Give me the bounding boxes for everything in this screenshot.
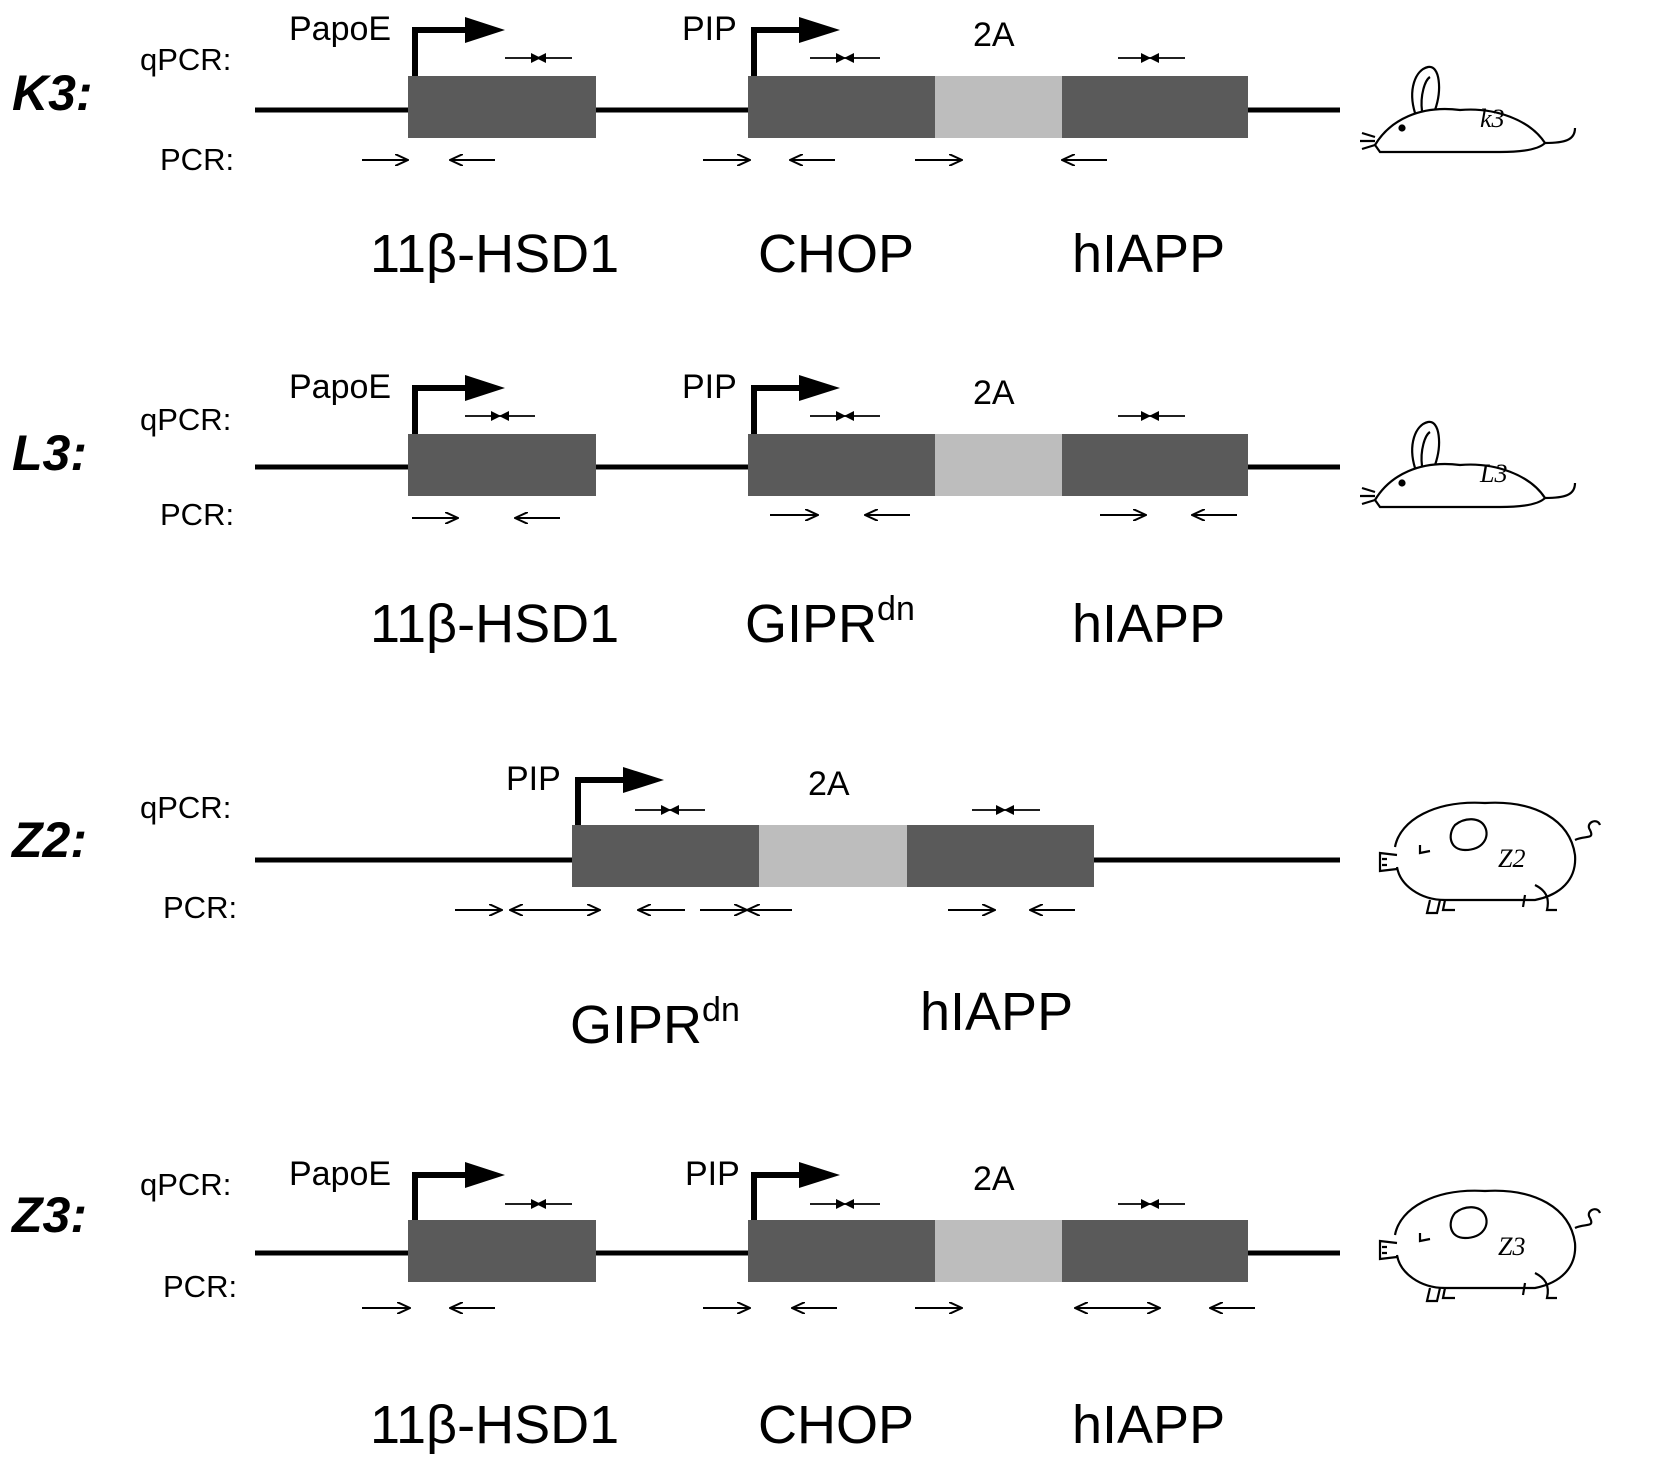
promoter-arrow [751,375,840,434]
exon-box [748,434,935,496]
linker-label-2a: 2A [808,765,850,803]
linker-label-2a: 2A [973,1160,1015,1198]
construct-label: K3: [12,65,93,121]
exon-box [408,1220,596,1282]
gene-label: 11β-HSD1 [370,1395,619,1455]
promoter-label-pip: PIP [685,1155,740,1193]
gene-label: CHOP [758,1395,914,1455]
pcr-primers [412,515,1237,518]
construct-k3: K3: qPCR: PCR: PapoE PIP 2A [12,10,1577,284]
gene-label: GIPRdn [745,590,915,654]
pig-icon: Z2 [1378,801,1602,915]
gene-label: hIAPP [1072,594,1225,654]
qpcr-label: qPCR: [140,790,231,825]
animal-id-label: Z2 [1498,844,1525,873]
gene-label: 11β-HSD1 [370,224,619,284]
exon-box [1062,76,1248,138]
construct-l3: L3: qPCR: PCR: PapoE PIP 2A [12,368,1577,654]
exon-box [748,76,935,138]
promoter-label-pip: PIP [506,760,561,798]
promoter-arrow [575,767,664,825]
gene-label: GIPRdn [570,991,740,1055]
promoter-arrow [751,17,840,76]
pcr-label: PCR: [163,890,237,925]
exon-box [1062,434,1248,496]
exon-box [408,434,596,496]
promoter-label-papoe: PapoE [289,1155,391,1193]
gene-label: hIAPP [920,982,1073,1042]
gene-label: CHOP [758,224,914,284]
qpcr-label: qPCR: [140,402,231,437]
promoter-arrow [412,1162,505,1220]
gene-label: 11β-HSD1 [370,594,619,654]
construct-z2: Z2: qPCR: PCR: PIP 2A GIPRd [10,760,1602,1055]
construct-label: Z2: [10,812,87,868]
animal-id-label: k3 [1480,104,1505,133]
linker-2a-box [935,76,1062,138]
promoter-arrow [751,1162,840,1220]
promoter-label-papoe: PapoE [289,10,391,48]
construct-label: Z3: [10,1187,87,1243]
exon-box [907,825,1094,887]
pcr-label: PCR: [163,1269,237,1304]
pig-icon: Z3 [1378,1189,1602,1303]
pcr-label: PCR: [160,142,234,177]
promoter-arrow [412,17,505,76]
mouse-icon: k3 [1360,65,1577,154]
linker-2a-box [935,434,1062,496]
pcr-label: PCR: [160,497,234,532]
mouse-icon: L3 [1360,420,1577,509]
promoter-label-pip: PIP [682,10,737,48]
exon-box [572,825,759,887]
exon-box [408,76,596,138]
exon-box [1062,1220,1248,1282]
exon-box [748,1220,935,1282]
linker-2a-box [759,825,907,887]
gene-label: hIAPP [1072,1395,1225,1455]
linker-label-2a: 2A [973,16,1015,54]
construct-label: L3: [12,425,87,481]
animal-id-label: Z3 [1498,1232,1525,1261]
linker-2a-box [935,1220,1062,1282]
qpcr-label: qPCR: [140,42,231,77]
construct-z3: Z3: qPCR: PCR: PapoE PIP 2A [10,1155,1602,1455]
animal-id-label: L3 [1479,459,1507,488]
promoter-label-papoe: PapoE [289,368,391,406]
gene-label: hIAPP [1072,224,1225,284]
promoter-label-pip: PIP [682,368,737,406]
promoter-arrow [412,375,505,434]
linker-label-2a: 2A [973,374,1015,412]
qpcr-label: qPCR: [140,1167,231,1202]
